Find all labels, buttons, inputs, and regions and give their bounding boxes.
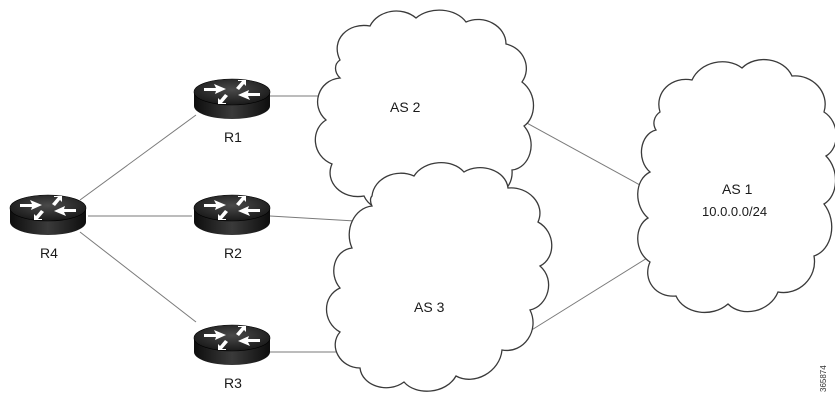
as1-prefix: 10.0.0.0/24 bbox=[702, 204, 767, 219]
router-r4: R4 bbox=[9, 194, 87, 261]
router-r2: R2 bbox=[193, 194, 271, 261]
router-icon bbox=[193, 194, 271, 236]
as1-label: AS 1 bbox=[722, 181, 753, 197]
cloud-as1: AS 1 10.0.0.0/24 bbox=[637, 58, 835, 314]
link-r4-r1 bbox=[79, 114, 197, 201]
figure-id: 365874 bbox=[819, 365, 828, 392]
as3-label: AS 3 bbox=[414, 299, 445, 315]
router-r2-label: R2 bbox=[224, 245, 242, 261]
router-r4-label: R4 bbox=[40, 245, 58, 261]
as2-label: AS 2 bbox=[390, 99, 421, 115]
router-icon bbox=[9, 194, 87, 236]
router-icon bbox=[193, 78, 271, 120]
link-as2-as1 bbox=[513, 115, 661, 197]
router-r1-label: R1 bbox=[224, 129, 242, 145]
link-r4-r3 bbox=[79, 231, 197, 323]
cloud-as3: AS 3 bbox=[326, 161, 553, 392]
router-r1: R1 bbox=[193, 78, 271, 145]
link-as3-as1 bbox=[521, 249, 661, 337]
links bbox=[79, 95, 661, 353]
router-icon bbox=[193, 324, 271, 366]
router-r3: R3 bbox=[193, 324, 271, 391]
router-r3-label: R3 bbox=[224, 375, 242, 391]
cloud-as2: AS 2 bbox=[314, 9, 535, 213]
